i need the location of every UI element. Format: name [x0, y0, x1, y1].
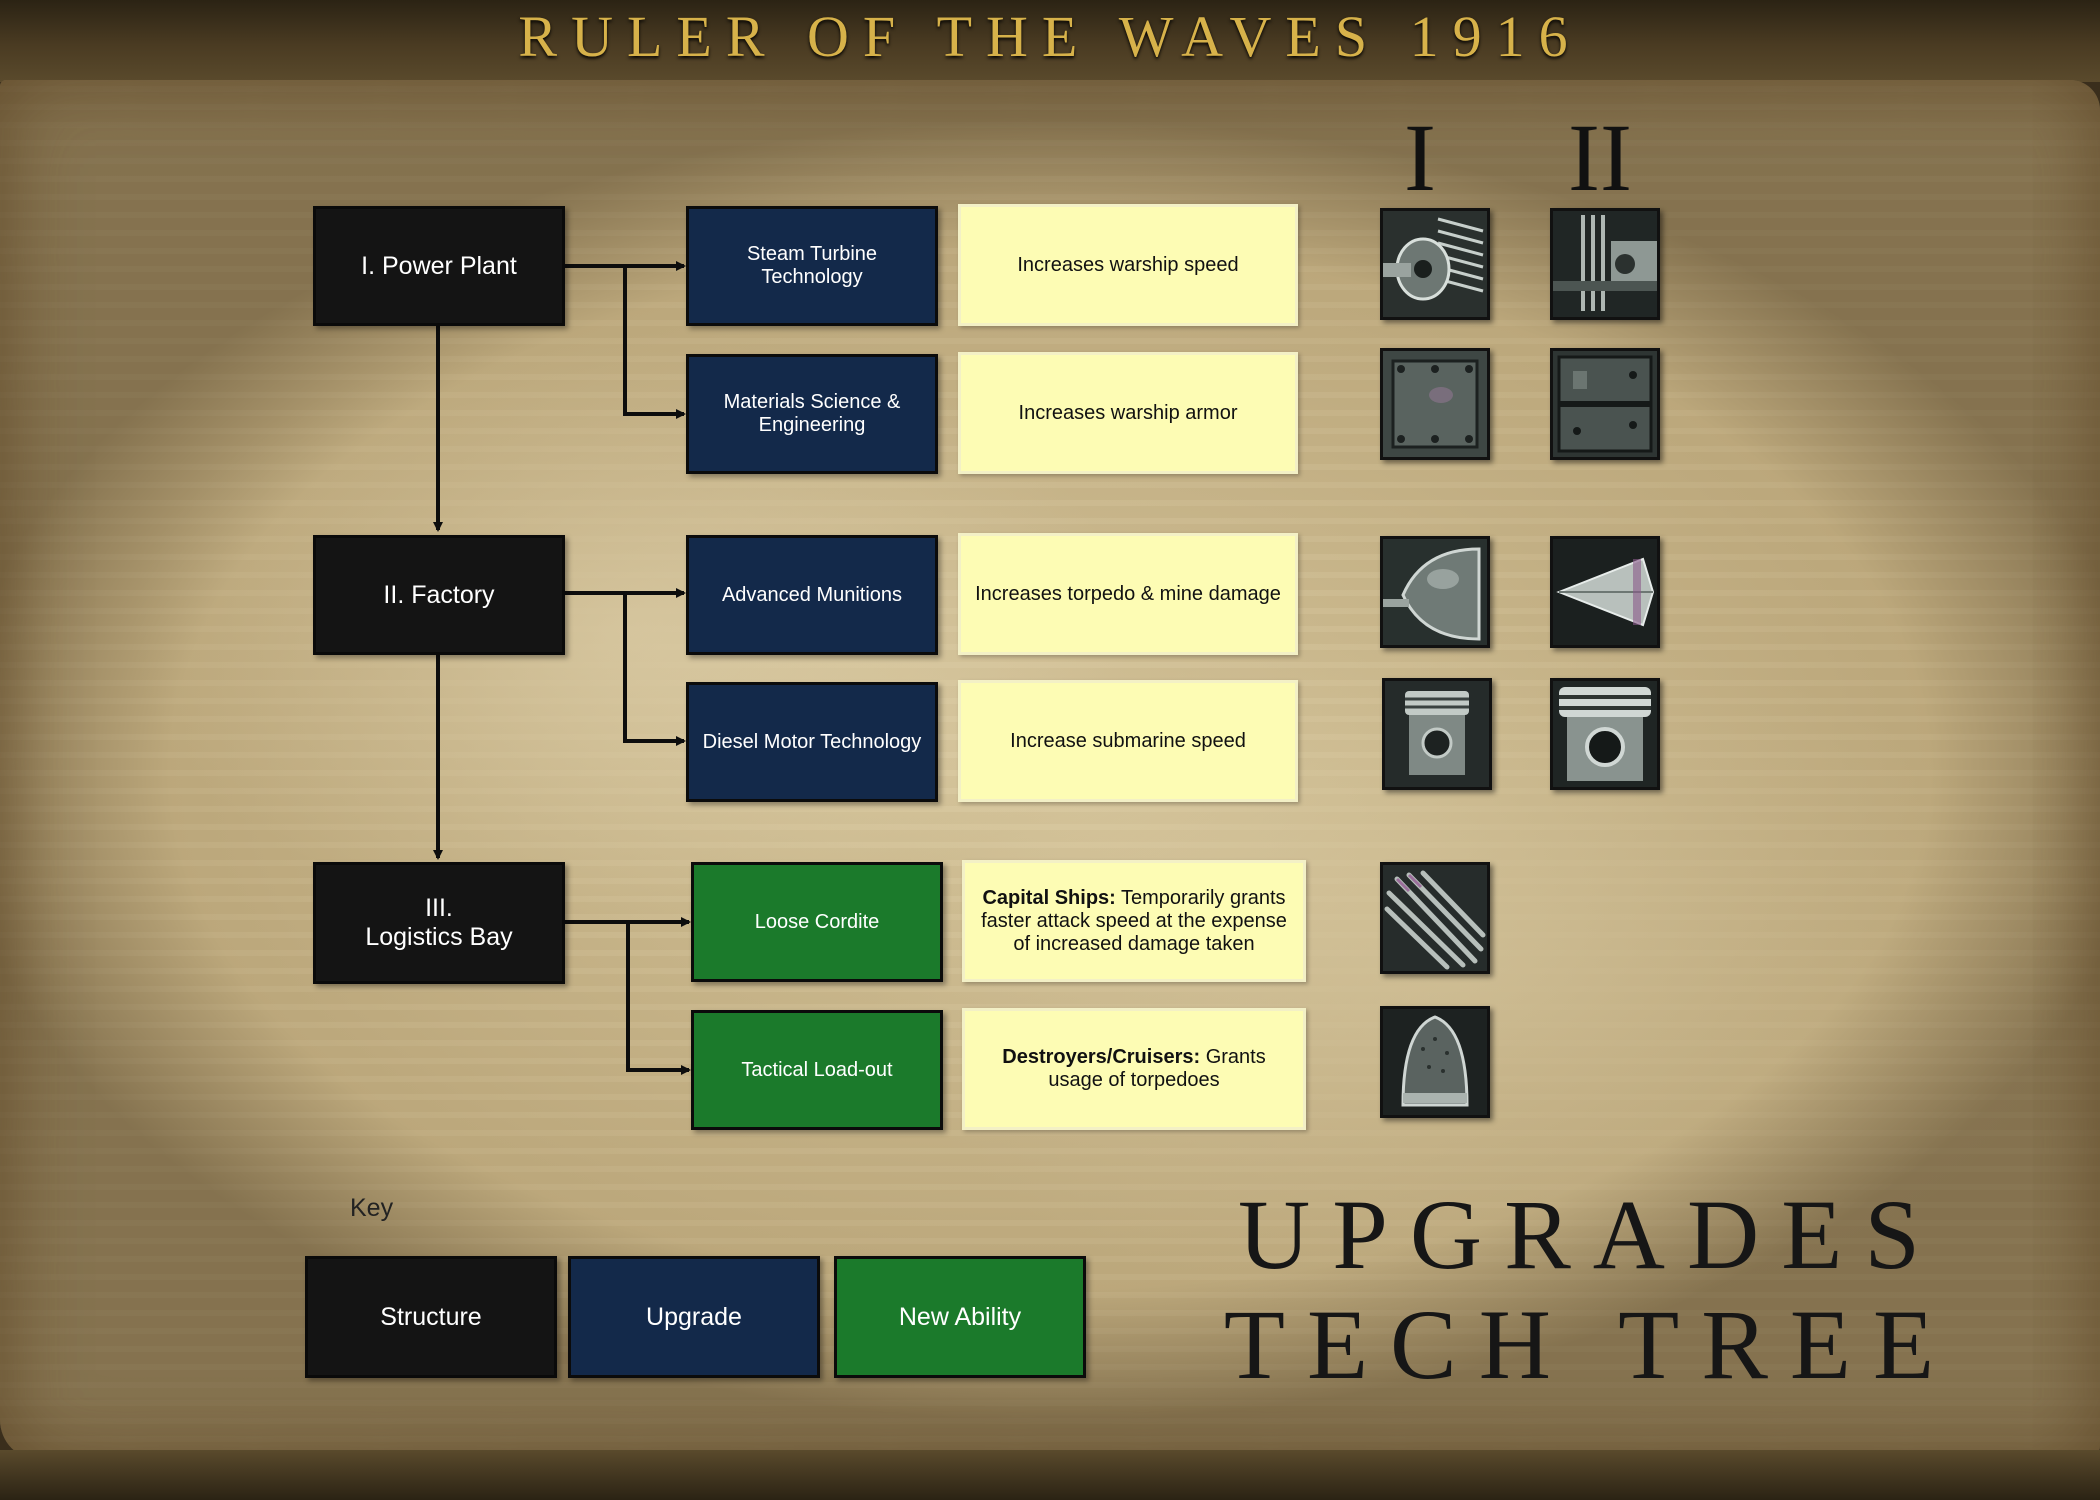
armor-plate-icon[interactable]: [1380, 348, 1490, 460]
structure-label: II. Factory: [383, 580, 495, 609]
upgrades-title: UPGRADES: [1238, 1179, 1942, 1290]
structure-label: I. Power Plant: [361, 251, 517, 280]
upgrade-label: Steam Turbine Technology: [746, 243, 878, 288]
top-frame: [0, 0, 2100, 82]
description-text: Grants usage of torpedoes: [1048, 1046, 1266, 1091]
key-ability-label: New Ability: [898, 1302, 1022, 1331]
ability-loose-cordite[interactable]: Loose Cordite: [691, 862, 943, 982]
description-tactical-loadout: Destroyers/Cruisers: Grants usage of tor…: [962, 1008, 1306, 1130]
piston-icon[interactable]: [1382, 678, 1492, 790]
upgrade-label: Diesel Motor Technology: [702, 730, 922, 753]
description-diesel-motor: Increase submarine speed: [958, 680, 1298, 802]
torpedo-warhead-icon[interactable]: [1380, 1006, 1490, 1118]
structure-logistics-bay[interactable]: III. Logistics Bay: [313, 862, 565, 984]
description-bold: Destroyers/Cruisers:: [1002, 1046, 1201, 1068]
description-text: Increase submarine speed: [1010, 729, 1246, 752]
key-new-ability: New Ability: [834, 1256, 1086, 1378]
structure-label: III. Logistics Bay: [365, 894, 513, 951]
structure-factory[interactable]: II. Factory: [313, 535, 565, 655]
description-materials-science: Increases warship armor: [958, 352, 1298, 474]
tier-one-heading: I: [1404, 104, 1436, 211]
description-text: Increases warship speed: [1017, 253, 1239, 276]
ability-label: Tactical Load-out: [741, 1058, 893, 1081]
key-label: Key: [350, 1194, 394, 1222]
description-bold: Capital Ships:: [982, 886, 1116, 909]
description-text: Increases warship armor: [1018, 401, 1238, 424]
ability-label: Loose Cordite: [754, 910, 880, 933]
bottom-frame: [0, 1450, 2100, 1500]
turbine-closeup-icon[interactable]: [1550, 208, 1660, 320]
upgrade-steam-turbine[interactable]: Steam Turbine Technology: [686, 206, 938, 326]
upgrade-label: Materials Science & Engineering: [723, 391, 901, 436]
key-upgrade-label: Upgrade: [646, 1302, 742, 1331]
cordite-sticks-icon[interactable]: [1380, 862, 1490, 974]
description-advanced-munitions: Increases torpedo & mine damage: [958, 533, 1298, 655]
piston-closeup-icon[interactable]: [1550, 678, 1660, 790]
ability-tactical-loadout[interactable]: Tactical Load-out: [691, 1010, 943, 1130]
upgrade-label: Advanced Munitions: [721, 583, 903, 606]
description-text: Temporarily grants faster attack speed a…: [981, 886, 1287, 955]
key-structure-label: Structure: [380, 1302, 482, 1331]
description-steam-turbine: Increases warship speed: [958, 204, 1298, 326]
game-title: RULER OF THE WAVES 1916: [518, 4, 1582, 69]
shell-tip-icon[interactable]: [1550, 536, 1660, 648]
tier-two-heading: II: [1568, 104, 1632, 211]
upgrade-advanced-munitions[interactable]: Advanced Munitions: [686, 535, 938, 655]
upgrade-materials-science[interactable]: Materials Science & Engineering: [686, 354, 938, 474]
description-loose-cordite: Capital Ships: Temporarily grants faster…: [962, 860, 1306, 982]
armor-plate-heavy-icon[interactable]: [1550, 348, 1660, 460]
key-structure: Structure: [305, 1256, 557, 1378]
upgrade-diesel-motor[interactable]: Diesel Motor Technology: [686, 682, 938, 802]
key-upgrade: Upgrade: [568, 1256, 820, 1378]
turbine-icon[interactable]: [1380, 208, 1490, 320]
structure-power-plant[interactable]: I. Power Plant: [313, 206, 565, 326]
tech-tree-title: TECH TREE: [1223, 1289, 1957, 1400]
shell-nose-icon[interactable]: [1380, 536, 1490, 648]
description-text: Increases torpedo & mine damage: [975, 582, 1281, 605]
